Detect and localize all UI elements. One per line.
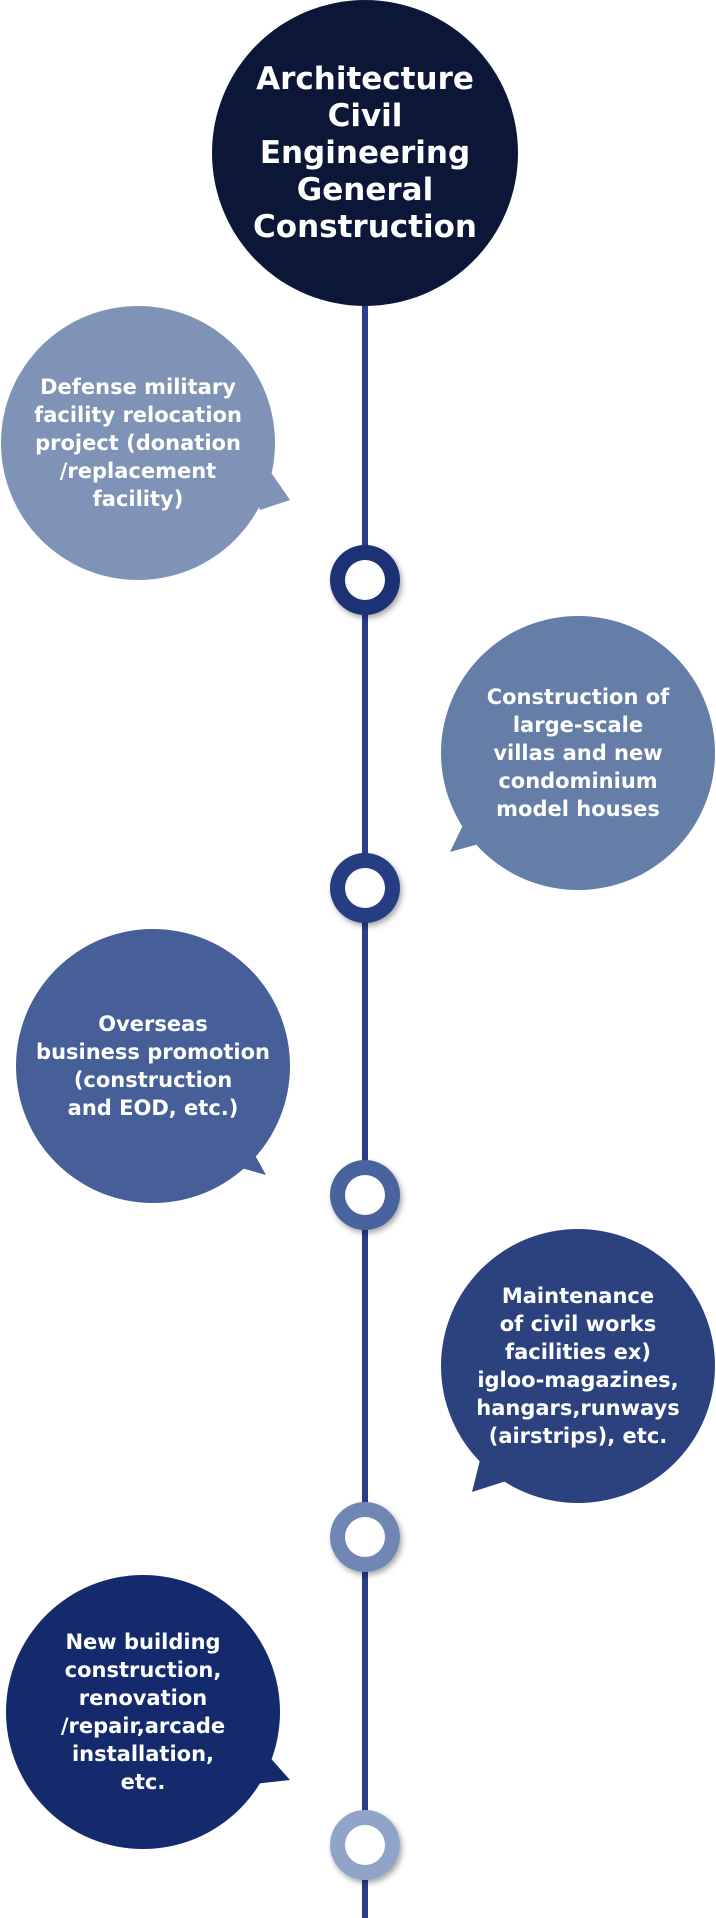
bubble-text-villas-condominium: Construction of large-scale villas and n… [486, 685, 670, 821]
bubble-text-new-building: New building construction, renovation /r… [60, 1630, 226, 1794]
timeline-node [330, 1810, 400, 1880]
bubble-text-overseas-promotion: Overseas business promotion (constructio… [36, 1012, 270, 1120]
bubble-text-defense-relocation: Defense military facility relocation pro… [34, 375, 242, 511]
bubble-defense-relocation [1, 306, 275, 580]
bubble-overseas-promotion [16, 929, 290, 1203]
bubble-new-building [6, 1575, 280, 1849]
timeline-node [330, 545, 400, 615]
title-text: Architecture Civil Engineering General C… [253, 60, 477, 245]
timeline-node [330, 1502, 400, 1572]
timeline-node [330, 1160, 400, 1230]
bubble-civil-maintenance [441, 1229, 715, 1503]
bubble-villas-condominium [441, 616, 715, 890]
bubble-text-civil-maintenance: Maintenance of civil works facilities ex… [476, 1284, 680, 1448]
title-circle [212, 0, 518, 306]
timeline-node [330, 853, 400, 923]
